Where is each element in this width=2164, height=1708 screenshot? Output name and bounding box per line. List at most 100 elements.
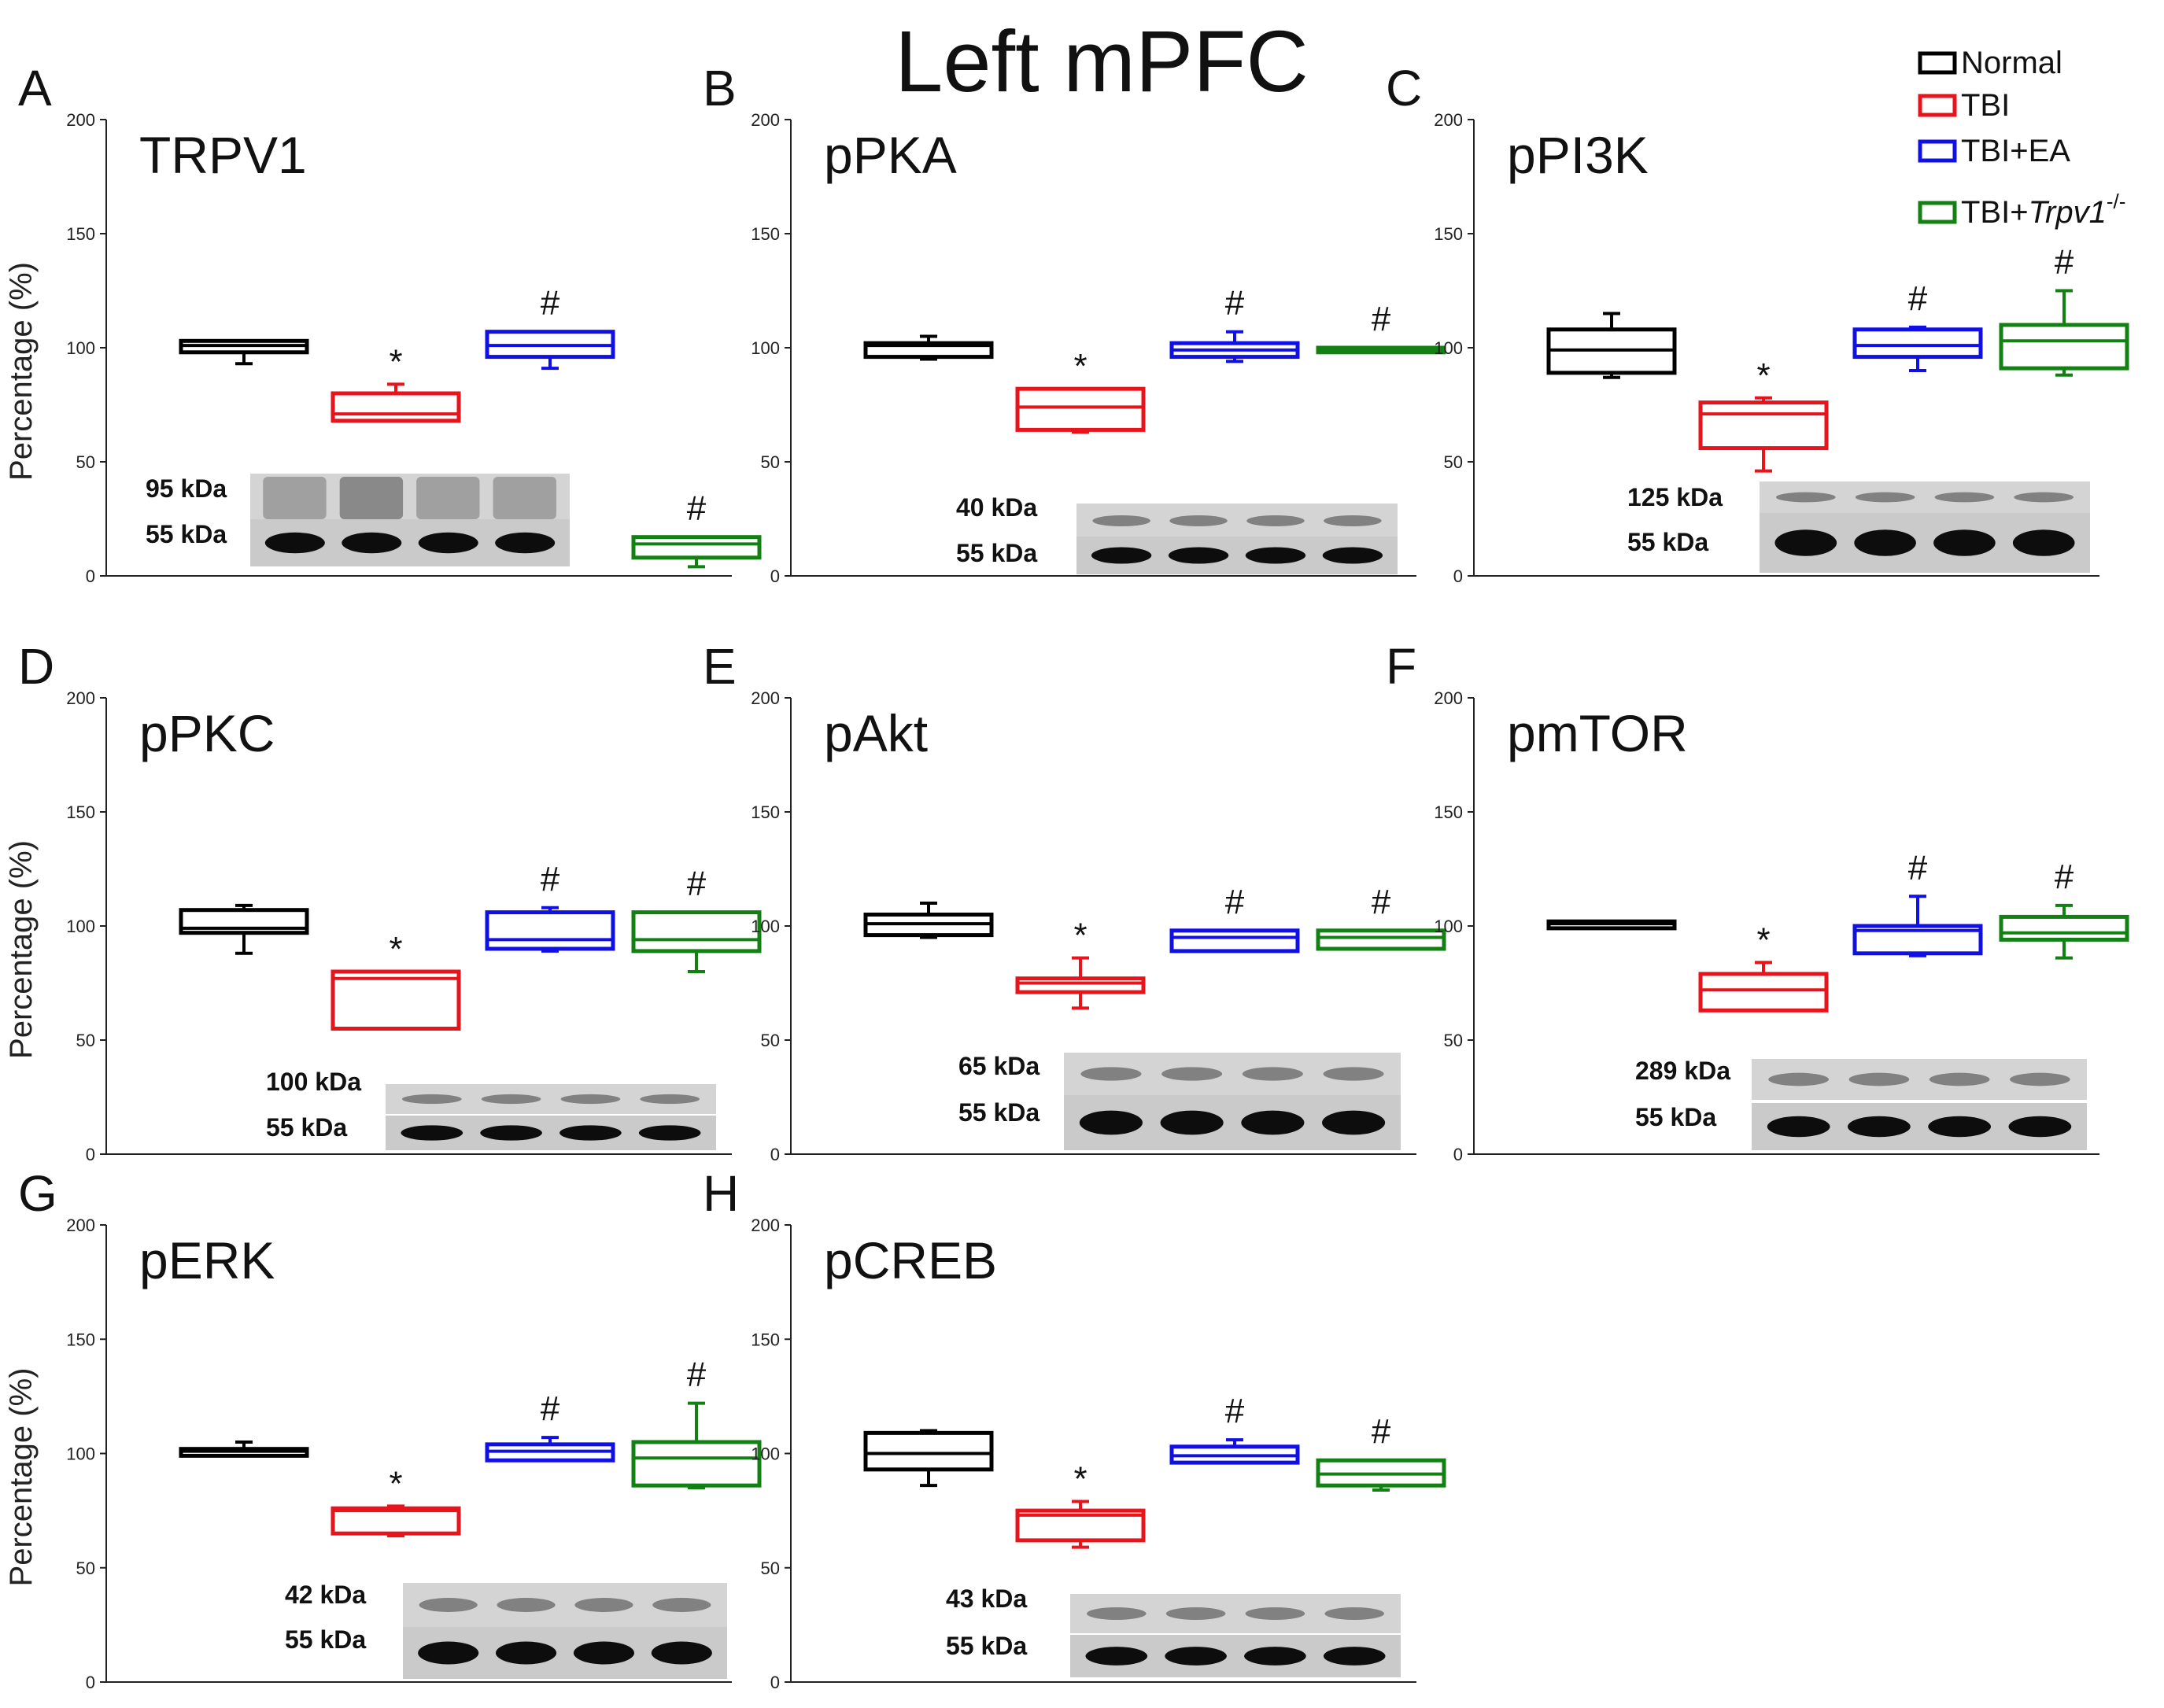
blot-band — [493, 477, 556, 519]
blot-kda-label: 289 kDa — [1635, 1057, 1730, 1085]
box-4: # — [631, 1356, 762, 1490]
box-3: # — [1852, 848, 1983, 957]
box-4: # — [631, 865, 762, 973]
panel-letter: G — [18, 1165, 57, 1222]
blot-kda-label: 55 kDa — [1627, 528, 1708, 556]
blot-band — [638, 1125, 701, 1141]
legend-label-text: TBI — [1961, 88, 2010, 123]
blot-band — [1854, 529, 1916, 556]
y-tick-label: 50 — [1444, 1031, 1463, 1050]
blot-band — [1848, 1072, 1910, 1086]
blot-band — [1323, 1647, 1386, 1666]
blot-kda-label: 55 kDa — [285, 1625, 366, 1654]
box-iqr — [1698, 400, 1829, 451]
y-tick-label: 150 — [751, 802, 780, 822]
panel-letter: F — [1386, 638, 1416, 695]
significance-mark: # — [1225, 883, 1245, 921]
blot-band — [640, 1094, 700, 1105]
box-3: # — [1169, 883, 1300, 954]
blot-band — [264, 532, 325, 554]
blot-kda-label: 65 kDa — [958, 1052, 1040, 1080]
y-tick-label: 200 — [1434, 110, 1463, 130]
blot-band — [401, 1125, 463, 1141]
box-4: # — [631, 489, 762, 569]
legend-label-text: TBI+EA — [1961, 134, 2070, 168]
legend-swatch-2 — [1918, 94, 1957, 117]
blot-band — [573, 1641, 635, 1665]
significance-mark: # — [541, 860, 560, 898]
blot-band — [495, 532, 556, 554]
y-tick-label: 150 — [751, 224, 780, 244]
blot-band — [418, 532, 478, 554]
y-axis-label: Percentage (%) — [4, 840, 39, 1059]
box-iqr — [1852, 924, 1983, 956]
panel-letter: C — [1386, 60, 1422, 116]
blot-band — [1080, 1067, 1142, 1081]
blot-band — [1079, 1110, 1143, 1135]
blot-band — [1774, 529, 1837, 556]
box-1 — [179, 338, 309, 366]
box-iqr — [1169, 928, 1300, 954]
box-1 — [1546, 919, 1677, 931]
box-iqr — [1852, 327, 1983, 360]
panel-title: pPI3K — [1507, 126, 1649, 184]
panel-title: pPKC — [139, 704, 275, 762]
y-tick-label: 50 — [1444, 452, 1463, 472]
y-tick-label: 0 — [1453, 566, 1463, 586]
y-tick-label: 50 — [76, 452, 95, 472]
significance-mark: # — [541, 284, 560, 323]
significance-mark: * — [1756, 356, 1770, 395]
significance-mark: * — [1073, 917, 1087, 955]
panel-letter: H — [703, 1165, 739, 1222]
blot-band — [1241, 1110, 1305, 1135]
blot-band — [418, 1641, 479, 1665]
box-3: # — [1169, 284, 1300, 363]
blot-band — [1161, 1067, 1223, 1081]
blot-kda-label: 43 kDa — [946, 1584, 1027, 1613]
y-tick-label: 200 — [751, 688, 780, 708]
y-tick-label: 0 — [770, 1673, 780, 1692]
panel-title: pCREB — [824, 1231, 997, 1289]
panel-letter: B — [703, 60, 737, 116]
y-tick-label: 50 — [761, 1559, 780, 1578]
blot-band — [339, 477, 404, 519]
panel-letter: A — [18, 60, 52, 116]
blot-band — [1242, 1067, 1303, 1081]
legend-label-italic: Trpv1 — [2029, 195, 2107, 230]
box-4: # — [1316, 883, 1446, 951]
blot-band — [1768, 1072, 1829, 1086]
blot-kda-label: 55 kDa — [146, 520, 227, 548]
blot-band — [2008, 1116, 2072, 1138]
box-2: * — [331, 930, 461, 1031]
significance-mark: # — [2055, 243, 2074, 282]
y-axis-label: Percentage (%) — [4, 1368, 39, 1587]
blot-band — [342, 532, 402, 554]
panel-title: pAkt — [824, 704, 928, 762]
blot-band — [652, 1598, 711, 1612]
blot-band — [1933, 529, 1996, 556]
blot-kda-label: 55 kDa — [266, 1113, 347, 1142]
blot-band — [1322, 1110, 1386, 1135]
blot-band — [1169, 515, 1228, 527]
blot-band — [1160, 1110, 1224, 1135]
significance-mark: * — [1073, 347, 1087, 385]
legend-swatch-3 — [1918, 139, 1957, 163]
blot-band — [2012, 529, 2075, 556]
y-tick-label: 100 — [751, 1444, 780, 1464]
blot-band — [1165, 1647, 1227, 1666]
box-3: # — [1169, 1392, 1300, 1465]
significance-mark: # — [1908, 848, 1928, 887]
blot-band — [419, 1598, 478, 1612]
significance-mark: * — [389, 930, 402, 968]
y-tick-label: 0 — [770, 1145, 780, 1164]
box-iqr — [863, 1430, 994, 1472]
